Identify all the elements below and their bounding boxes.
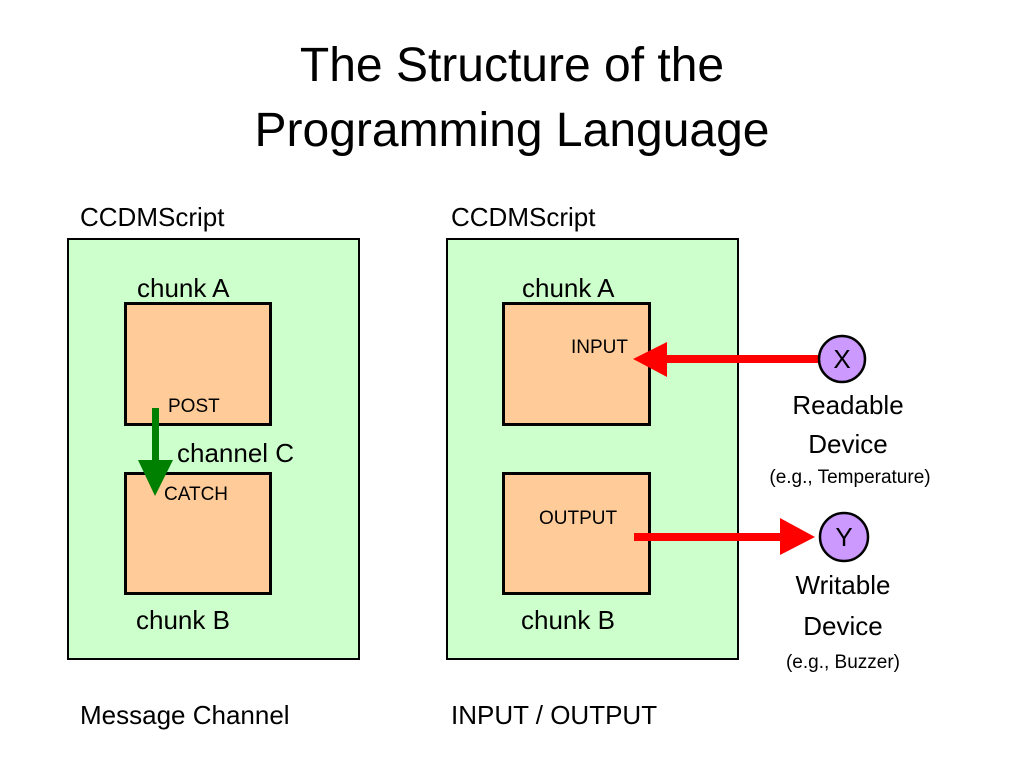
- writable-device-name-line-2: Device: [803, 611, 883, 641]
- left-chunk-b-box: [124, 472, 272, 595]
- input-label: INPUT: [571, 337, 628, 358]
- right-chunk-b-label: chunk B: [521, 605, 615, 635]
- readable-device-name-line-1: Readable: [792, 390, 904, 420]
- left-chunk-a-label: chunk A: [137, 273, 230, 303]
- writable-device-circle: [818, 511, 870, 563]
- writable-device-symbol: Y: [835, 522, 853, 552]
- right-panel-header: CCDMScript: [451, 202, 596, 232]
- writable-device-example: (e.g., Buzzer): [785, 652, 901, 673]
- slide-title-line-2: Programming Language: [254, 104, 770, 157]
- readable-device-example: (e.g., Temperature): [769, 467, 931, 488]
- input-arrow: [633, 342, 825, 377]
- catch-label: CATCH: [164, 484, 229, 505]
- left-chunk-b-label: chunk B: [136, 605, 230, 635]
- post-label: POST: [168, 396, 220, 417]
- channel-c-label: channel C: [177, 438, 295, 468]
- readable-device-circle: [817, 334, 867, 384]
- left-panel-caption: Message Channel: [80, 700, 290, 730]
- output-arrow: [634, 518, 815, 555]
- right-chunk-b-box: [502, 472, 651, 595]
- channel-arrow: [138, 408, 173, 496]
- left-chunk-a-box: [124, 302, 272, 426]
- right-chunk-a-box: [502, 302, 651, 426]
- right-chunk-a-label: chunk A: [522, 273, 615, 303]
- writable-device-name-line-1: Writable: [795, 570, 891, 600]
- readable-device-name-line-2: Device: [808, 429, 888, 459]
- output-label: OUTPUT: [539, 508, 618, 529]
- left-panel-header: CCDMScript: [80, 202, 225, 232]
- right-panel-caption: INPUT / OUTPUT: [451, 700, 658, 730]
- readable-device-symbol: X: [833, 344, 851, 374]
- slide-title-line-1: The Structure of the: [299, 39, 725, 92]
